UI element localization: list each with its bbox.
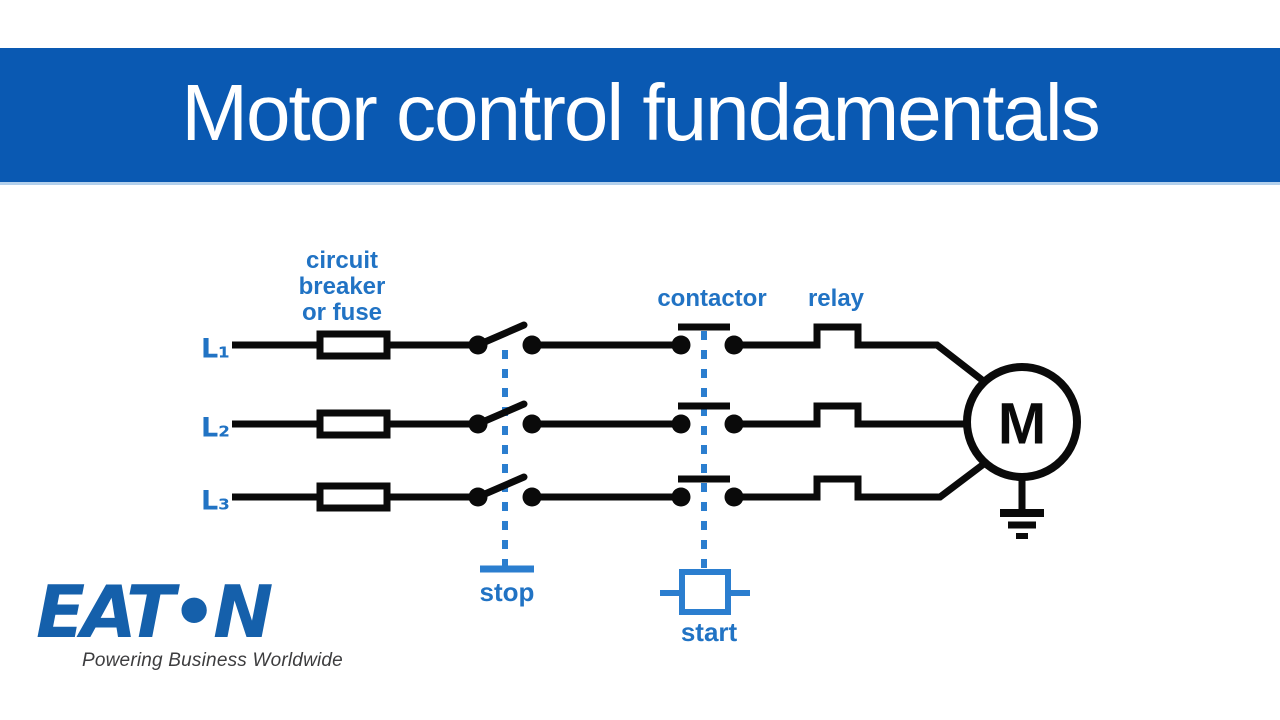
overload-relay-l1: [734, 323, 998, 393]
l1-label: L₁: [200, 333, 230, 365]
brand-tagline: Powering Business Worldwide: [82, 650, 343, 671]
ground-icon: [1000, 477, 1044, 539]
contact-dots: [468, 335, 744, 507]
relay-label: relay: [807, 285, 865, 312]
l2-label: L₂: [200, 412, 230, 444]
overload-relay-l3: [734, 451, 1000, 501]
power-line-l1: [232, 321, 998, 393]
motor-label: M: [997, 391, 1047, 457]
start-button-symbol: [660, 569, 750, 615]
eaton-logo: EAT•N: [36, 570, 273, 654]
fuse-l3: [316, 482, 391, 512]
stop-label: stop: [479, 577, 535, 607]
start-label: start: [680, 617, 738, 647]
fuse-l1: [316, 330, 391, 360]
title-banner: Motor control fundamentals: [0, 48, 1280, 185]
page-title: Motor control fundamentals: [181, 68, 1100, 157]
l3-label: L₃: [200, 485, 230, 517]
overload-relay-l2: [734, 402, 1000, 428]
fuse-l2: [316, 409, 391, 439]
fuse-symbols: [316, 330, 391, 512]
circuit-breaker-label: circuit breaker or fuse: [298, 247, 386, 326]
contactor-label: contactor: [657, 285, 767, 312]
